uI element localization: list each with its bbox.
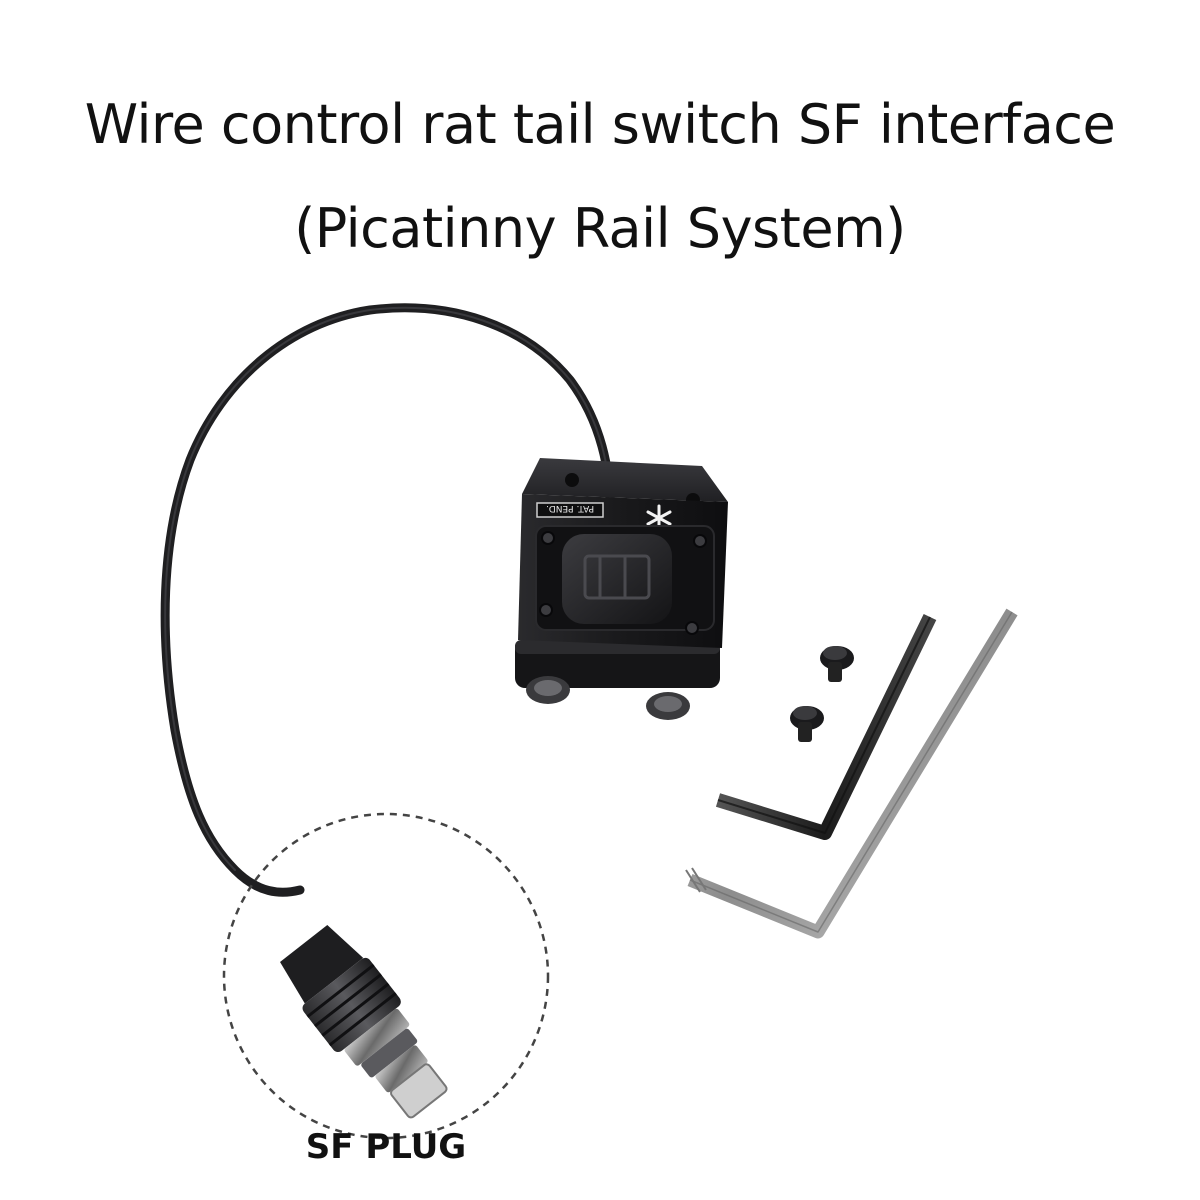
patent-marking: PAT. PEND.: [546, 503, 594, 513]
sf-plug-connector: [280, 925, 448, 1119]
plug-highlight-circle: [222, 812, 550, 1140]
pad-screw-top-left: [541, 531, 555, 545]
mounting-screw-2: [790, 706, 824, 742]
pressure-pad: [562, 534, 672, 624]
pad-screw-top-right: [693, 534, 707, 548]
product-subtitle: (Picatinny Rail System): [294, 197, 906, 260]
pad-screw-bottom-right: [685, 621, 699, 635]
product-title: Wire control rat tail switch SF interfac…: [84, 93, 1116, 156]
pad-screw-bottom-left: [539, 603, 553, 617]
rail-switch-body: PAT. PEND.: [515, 458, 728, 720]
mounting-screw-1: [820, 646, 854, 682]
plug-caption: SF PLUG: [305, 1127, 467, 1167]
